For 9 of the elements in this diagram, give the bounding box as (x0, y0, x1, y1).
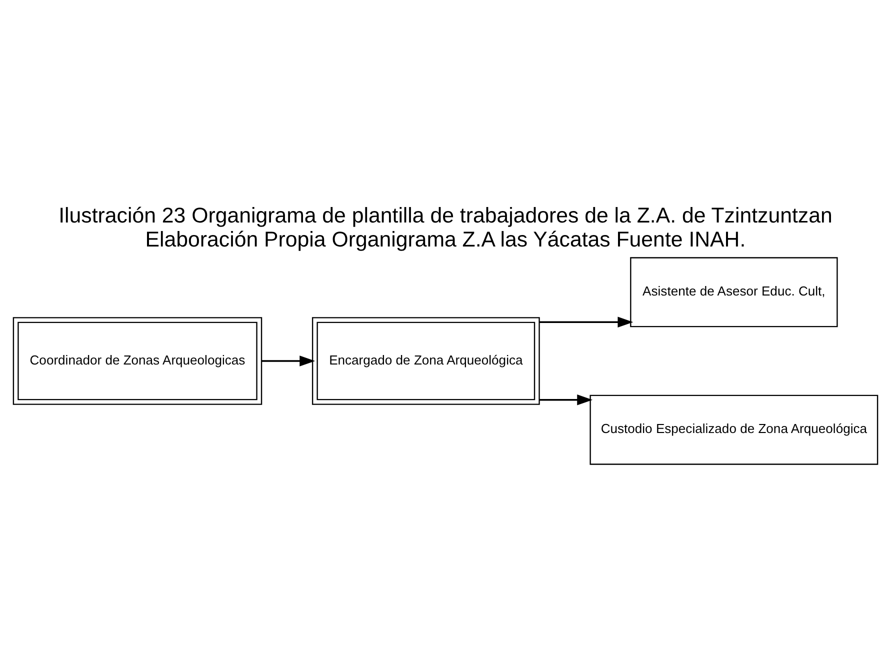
node-box: Asistente de Asesor Educ. Cult, (630, 257, 838, 328)
node-box: Custodio Especializado de Zona Arqueológica (590, 394, 878, 465)
node-box: Coordinador de Zonas Arqueologicas (12, 317, 262, 405)
node-box: Encargado de Zona Arqueológica (312, 317, 540, 405)
arrow (539, 316, 634, 328)
arrow (539, 394, 593, 406)
caption: Elaboración Propia Organigrama Z.A las Yácatas Fuente INAH. (145, 227, 746, 252)
diagram-title: Ilustración 23 Organigrama de plantilla de trabajadores de la Z.A. de Tzintzuntzan (58, 204, 832, 228)
arrow (262, 356, 316, 366)
